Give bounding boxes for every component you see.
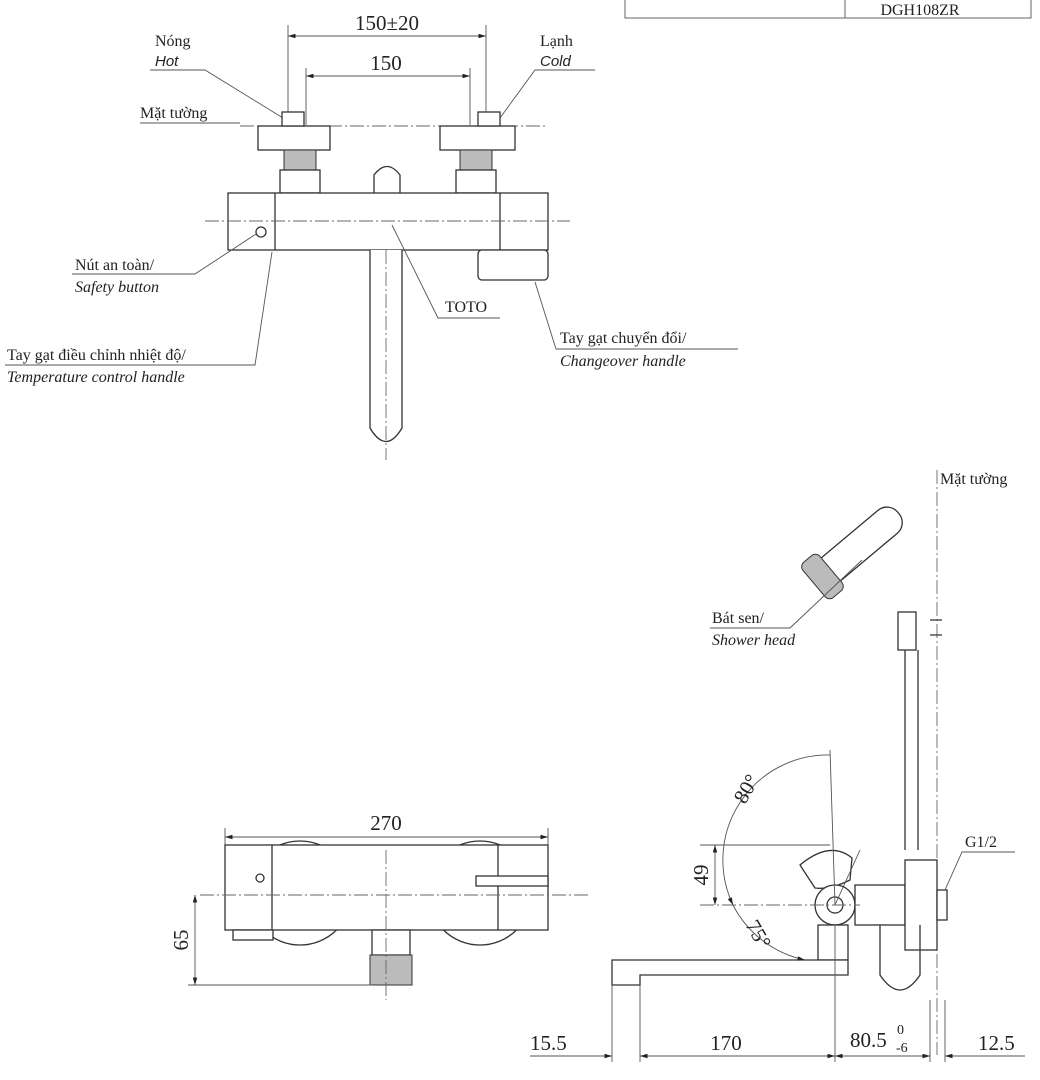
angle-down: 75° (741, 916, 776, 953)
dim-49: 49 (689, 865, 713, 886)
changeover-label-en: Changeover handle (560, 353, 686, 370)
dim-height: 65 (169, 930, 193, 951)
front-view: 270 65 (169, 811, 590, 1000)
dim-outer: 150±20 (355, 11, 419, 35)
title-block: DGH108ZR (624, 0, 1032, 19)
dim-width: 270 (370, 811, 402, 835)
dim-80-5: 80.5 (850, 1028, 887, 1052)
dim-80-5-upper-tol: 0 (897, 1023, 904, 1038)
top-view: 150±20 150 Mặt tường Nóng Hot Lạnh Cold (5, 11, 738, 460)
dim-80-5-lower-tol: -6 (896, 1041, 908, 1056)
safety-label: Nút an toàn/ (75, 257, 155, 274)
side-view: Mặt tường Bát sen/ Shower head 80° 75° 4… (530, 470, 1025, 1062)
safety-label-en: Safety button (75, 279, 159, 296)
angle-up: 80° (729, 770, 764, 807)
dim-inner: 150 (370, 51, 402, 75)
cold-label-en: Cold (540, 53, 572, 70)
temp-handle-label: Tay gạt điều chỉnh nhiệt độ/ (7, 347, 186, 364)
dim-12-5: 12.5 (978, 1031, 1015, 1055)
hot-label: Nóng (155, 33, 191, 50)
shower-label-en: Shower head (712, 632, 796, 649)
hot-label-en: Hot (155, 53, 179, 70)
wall-label-top: Mặt tường (140, 105, 207, 122)
dim-15-5: 15.5 (530, 1031, 567, 1055)
brand-label: TOTO (445, 299, 487, 316)
cold-label: Lạnh (540, 33, 573, 50)
wall-label-side: Mặt tường (940, 471, 1007, 488)
temp-handle-label-en: Temperature control handle (7, 369, 185, 386)
shower-label: Bát sen/ (712, 610, 765, 627)
thread-label: G1/2 (965, 834, 997, 851)
dim-170: 170 (710, 1031, 742, 1055)
changeover-label: Tay gạt chuyển đổi/ (560, 330, 687, 347)
model-number: DGH108ZR (880, 2, 959, 19)
